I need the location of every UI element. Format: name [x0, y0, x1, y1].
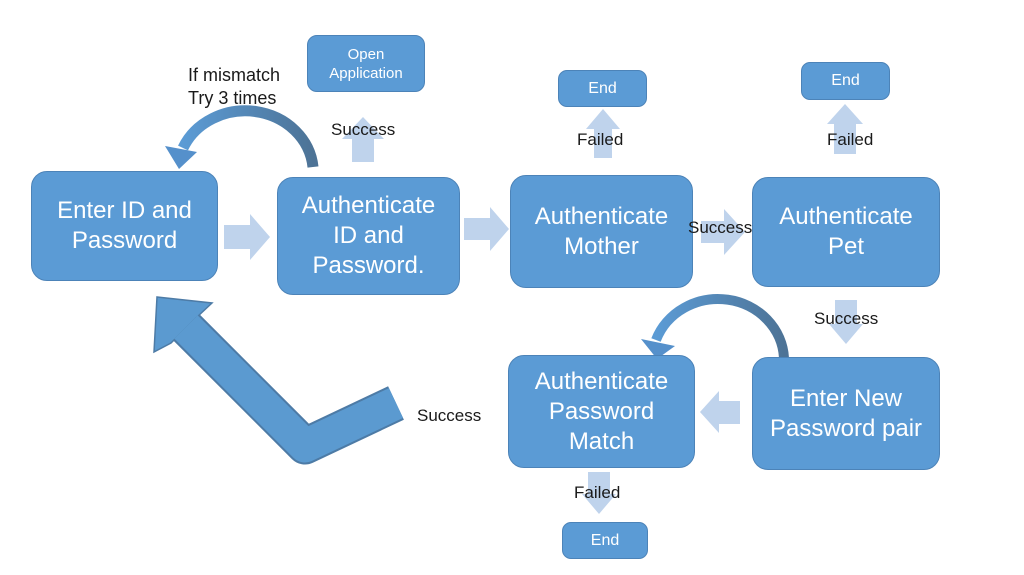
arrow-match-to-end — [582, 472, 616, 514]
node-enter-id-password: Enter ID and Password — [31, 171, 218, 281]
node-end-pet: End — [801, 62, 890, 100]
label-failed-match: Failed — [574, 483, 621, 502]
label-failed-pet: Failed — [827, 130, 874, 149]
node-end-mother: End — [558, 70, 647, 107]
big-bent-arrow-shaft — [174, 315, 404, 463]
node-end-match: End — [562, 522, 648, 559]
node-enter-new-password-pair: Enter New Password pair — [752, 357, 940, 470]
curved-arrow-newpw — [651, 294, 789, 359]
label-success-open-app: Success — [331, 120, 396, 139]
curved-arrow-retry-head — [165, 146, 197, 169]
node-authenticate-password-match: Authenticate Password Match — [508, 355, 695, 468]
node-authenticate-pet: Authenticate Pet — [752, 177, 940, 287]
label-success-match-loop: Success — [417, 406, 482, 425]
curved-arrow-retry — [178, 105, 319, 168]
arrow-pet-to-newpw — [829, 300, 863, 344]
label-success-pet-newpw: Success — [814, 309, 879, 328]
arrow-newpw-to-match — [700, 391, 740, 433]
arrow-mother-to-pet — [701, 209, 745, 255]
arrow-enter-to-auth — [224, 214, 270, 260]
arrow-auth-to-open-app — [342, 117, 384, 162]
arrow-pet-to-end — [827, 104, 863, 154]
label-success-mother-pet: Success — [688, 218, 753, 237]
curved-arrow-newpw-head — [641, 339, 675, 359]
node-authenticate-mother: Authenticate Mother — [510, 175, 693, 288]
node-authenticate-id-password: Authenticate ID and Password. — [277, 177, 460, 295]
arrow-mother-to-end — [586, 109, 620, 158]
label-failed-mother: Failed — [577, 130, 624, 149]
arrow-auth-to-mother — [464, 207, 509, 251]
node-open-application: Open Application — [307, 35, 425, 92]
label-if-mismatch: If mismatch Try 3 times — [188, 65, 281, 108]
